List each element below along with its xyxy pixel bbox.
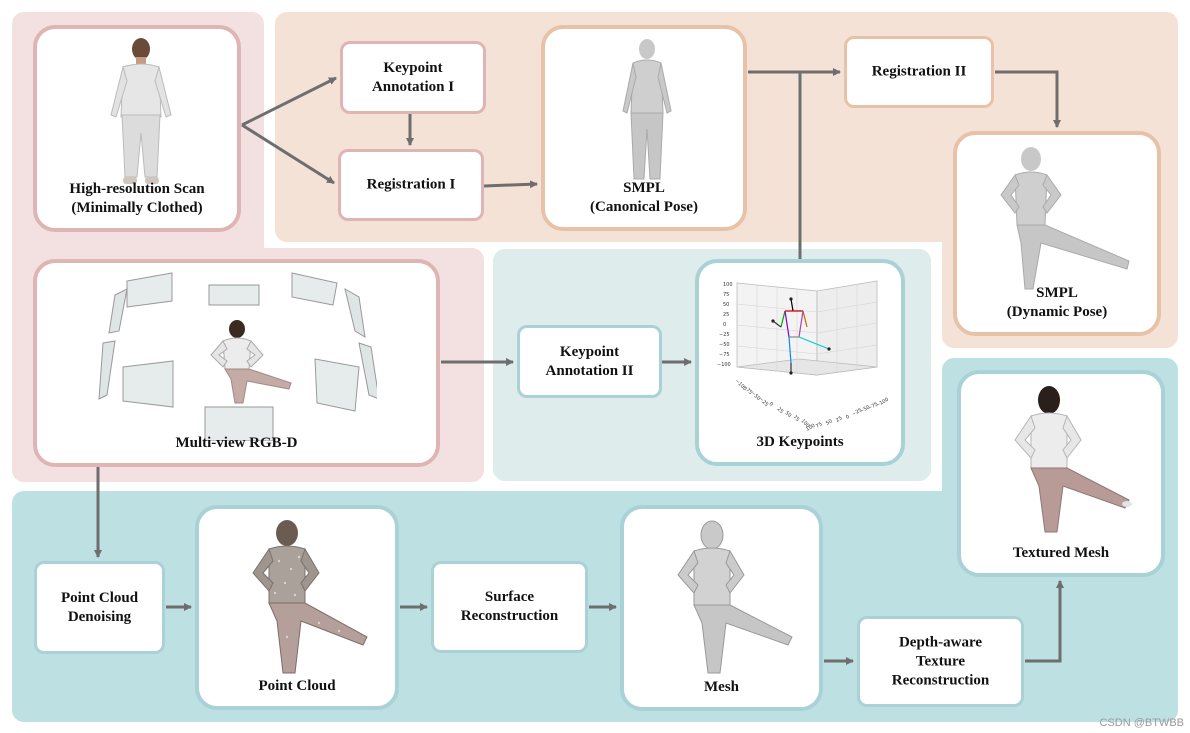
y-tick: −100: [875, 397, 890, 409]
y-tick: 0: [845, 414, 851, 421]
z-tick: −25: [719, 332, 730, 338]
point-cloud-figure: [252, 520, 368, 674]
x-tick: −50: [750, 390, 762, 402]
node-textured-mesh: Textured Mesh: [957, 370, 1165, 577]
node-keypoint-annotation-1: Keypoint Annotation I: [340, 41, 486, 114]
node-point-cloud: Point Cloud: [195, 505, 399, 710]
y-tick: 50: [825, 418, 834, 426]
multiview-label: Multi-view RGB-D: [175, 435, 298, 451]
smpl-dynamic-label: SMPL (Dynamic Pose): [1006, 285, 1108, 320]
x-tick: −75: [742, 384, 754, 396]
x-tick: 75: [792, 414, 801, 423]
node-3d-keypoints: 100 75 50 25 0 −25 −50 −75 −100 −100 −75…: [695, 259, 905, 466]
kp2-label: Keypoint Annotation II: [545, 343, 634, 379]
point-cloud-label: Point Cloud: [258, 678, 336, 694]
denoise-label: Point Cloud Denoising: [60, 589, 139, 625]
smpl-dynamic-figure: [1000, 147, 1130, 290]
z-tick: 25: [723, 312, 729, 318]
textured-mesh-figure: [1014, 386, 1132, 533]
node-smpl-dynamic: SMPL (Dynamic Pose): [953, 131, 1161, 336]
kp1-label: Keypoint Annotation I: [371, 59, 455, 95]
node-smpl-canonical: SMPL (Canonical Pose): [541, 25, 747, 231]
node-registration-2: Registration II: [844, 36, 994, 108]
x-tick: 50: [784, 410, 793, 419]
z-tick: −75: [719, 352, 730, 358]
scan-figure: [110, 38, 172, 184]
keypoints-label: 3D Keypoints: [756, 434, 844, 450]
y-tick: −25: [851, 407, 863, 417]
multiview-figure: [98, 272, 377, 441]
z-tick: −50: [719, 342, 730, 348]
y-tick: −75: [867, 401, 879, 411]
node-scan: High-resolution Scan (Minimally Clothed): [33, 25, 241, 232]
keypoints-plot: 100 75 50 25 0 −25 −50 −75 −100 −100 −75…: [717, 280, 890, 433]
reg1-label: Registration I: [366, 176, 456, 193]
z-tick: 75: [723, 292, 729, 298]
node-multiview-rgbd: Multi-view RGB-D: [33, 259, 440, 467]
z-tick: 100: [723, 282, 733, 288]
y-tick: −50: [859, 404, 871, 414]
node-keypoint-annotation-2: Keypoint Annotation II: [517, 325, 662, 398]
y-tick: 75: [815, 421, 824, 429]
y-tick: 100: [805, 423, 816, 433]
surface-label: Surface Reconstruction: [460, 589, 559, 624]
mesh-label: Mesh: [704, 679, 739, 695]
node-mesh: Mesh: [620, 505, 823, 711]
smpl-canonical-figure: [622, 39, 672, 180]
x-tick: 100: [800, 418, 811, 429]
node-depth-aware-texture-reconstruction: Depth-aware Texture Reconstruction: [857, 616, 1024, 707]
z-tick: 50: [723, 302, 729, 308]
x-tick: −25: [758, 396, 770, 408]
textured-mesh-label: Textured Mesh: [1012, 545, 1110, 561]
watermark: CSDN @BTWBB: [1099, 717, 1184, 729]
mesh-figure: [677, 520, 793, 674]
z-tick: 0: [723, 322, 726, 328]
texture-label: Depth-aware Texture Reconstruction: [891, 634, 990, 688]
node-point-cloud-denoising: Point Cloud Denoising: [34, 561, 165, 654]
x-tick: 0: [768, 401, 774, 407]
smpl-canonical-label: SMPL (Canonical Pose): [590, 180, 698, 215]
y-tick: 25: [835, 415, 844, 423]
node-surface-reconstruction: Surface Reconstruction: [431, 561, 588, 653]
scan-label: High-resolution Scan (Minimally Clothed): [69, 181, 205, 216]
reg2-label: Registration II: [871, 63, 967, 80]
z-tick: −100: [717, 362, 731, 368]
x-tick: 25: [776, 406, 785, 415]
node-registration-1: Registration I: [338, 149, 484, 221]
